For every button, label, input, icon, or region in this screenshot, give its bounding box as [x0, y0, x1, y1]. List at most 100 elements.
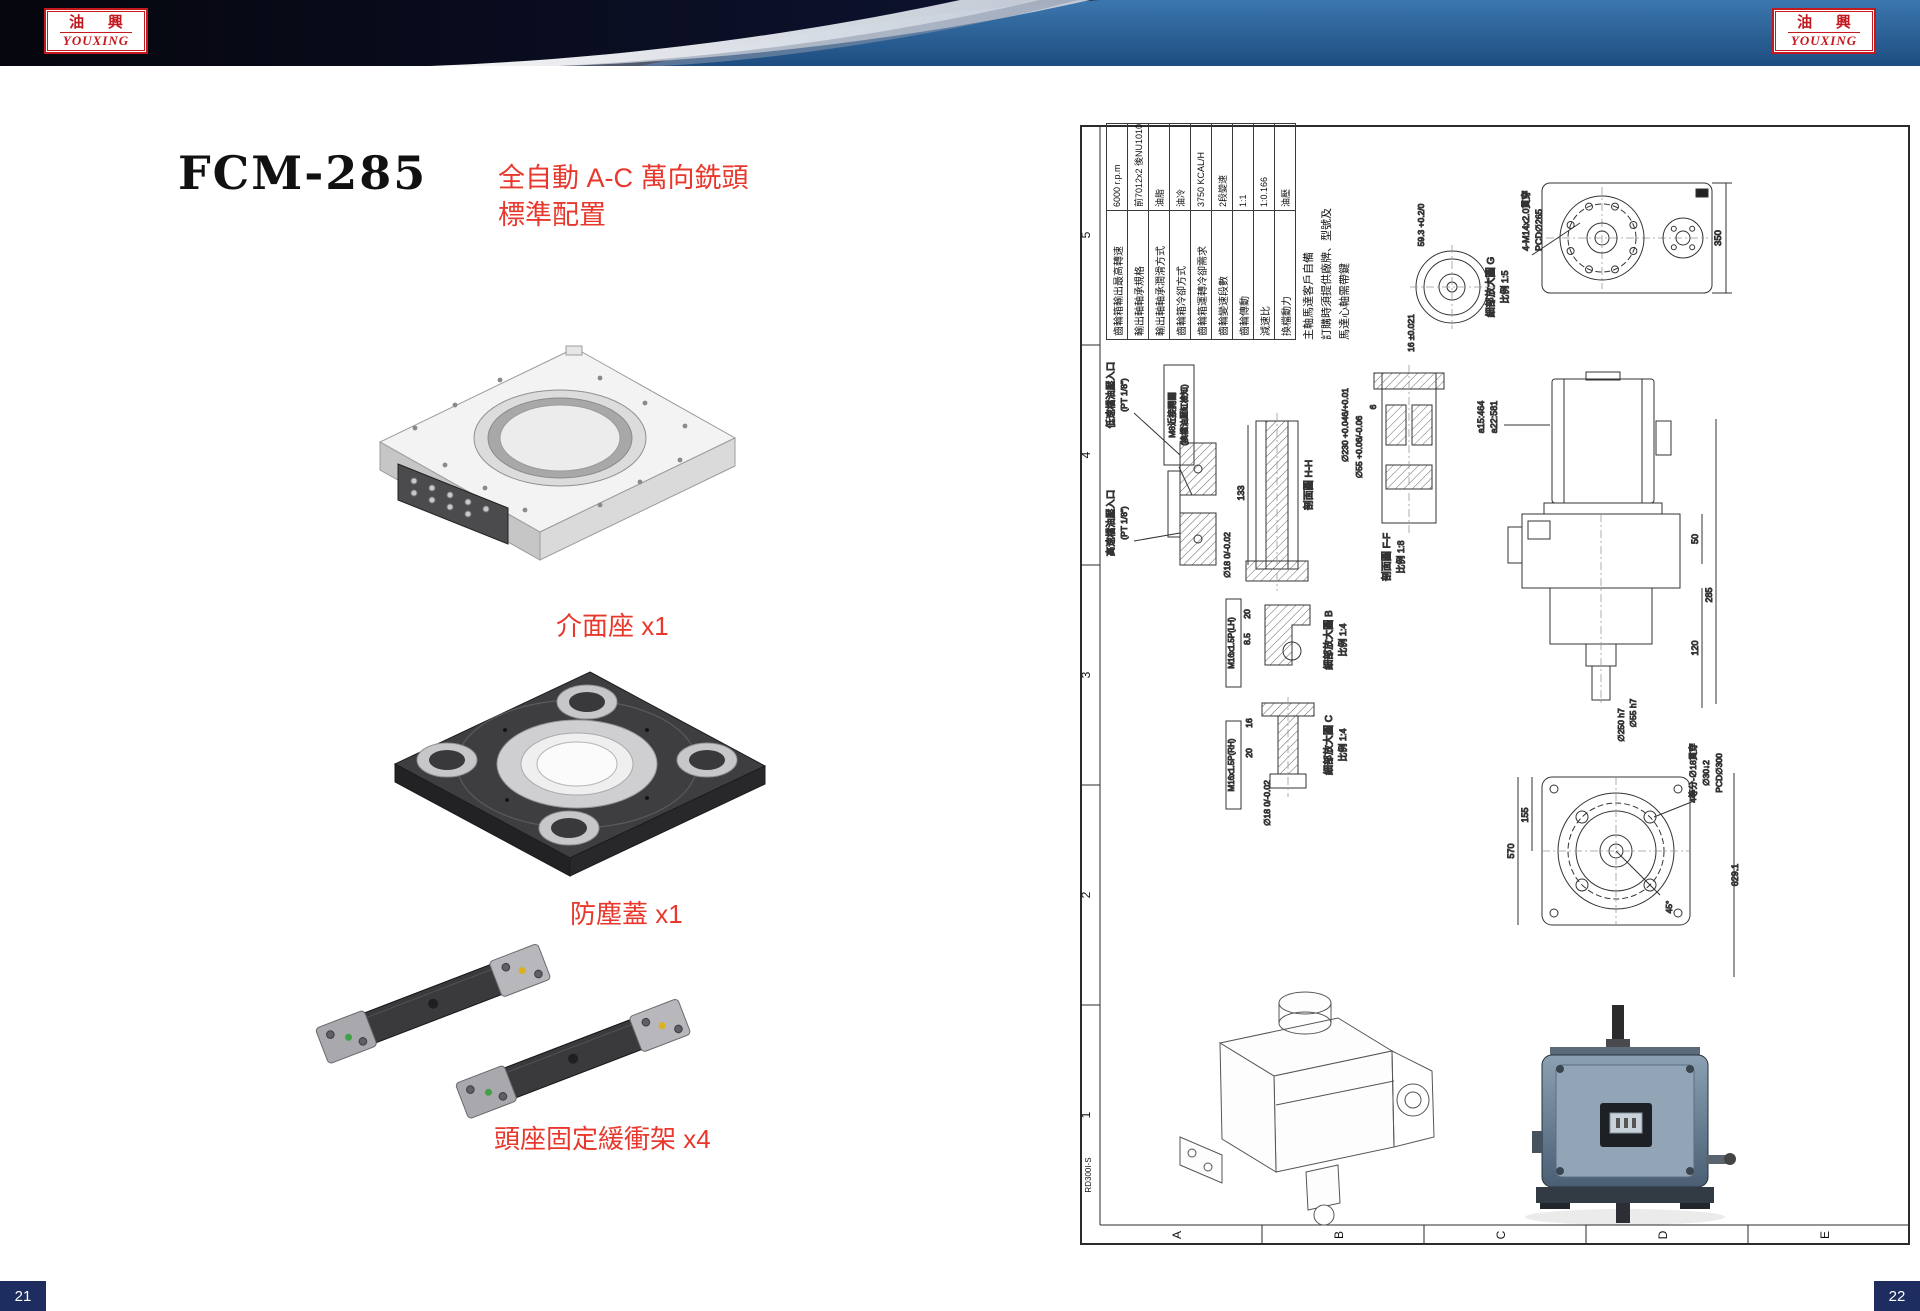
detail-g-title: 細部放大圖 G: [1484, 257, 1497, 318]
section-ff-title: 剖面圖 F-F: [1380, 533, 1393, 581]
spec-label: 減速比: [1253, 210, 1275, 340]
dim-16-tol: 16 ±0.021: [1406, 314, 1416, 352]
m8-switch-label: M8近接開關: [1167, 392, 1177, 438]
technical-drawing-sheet: 5 4 3 2 1 A B C D E RD300I-S 4-M14x2.0貫穿…: [1080, 125, 1910, 1245]
dim-6291: 629.1: [1730, 864, 1740, 887]
spec-value: 2段變速: [1211, 123, 1233, 211]
subtitle-line1: 全自動 A-C 萬向銑頭: [498, 163, 749, 193]
detail-g-scale: 比例 1:5: [1499, 270, 1510, 303]
drawing-sheet-graphic: 5 4 3 2 1 A B C D E RD300I-S 4-M14x2.0貫穿…: [1080, 125, 1910, 1245]
connector-pins: [410, 477, 490, 518]
section-hh-title: 剖面圖 H-H: [1302, 460, 1315, 511]
spec-value: 油壓: [1274, 123, 1296, 211]
spec-note-line: 訂購時須提供廠牌、型號及: [1321, 208, 1333, 340]
grid-col-label: B: [1332, 1231, 1346, 1239]
detail-c-view: 16 20 M16x1.5P(RH) ∅18 0/-0.02 細部放大圖 C 比…: [1225, 697, 1349, 826]
grid-col-label: A: [1170, 1231, 1184, 1239]
screw-dots: [503, 728, 649, 802]
dim-a15: a15:464: [1476, 401, 1486, 434]
youxing-logo: 油 興 YOUXING: [1772, 8, 1876, 54]
flange-pcd-label: PCD∅265: [1534, 209, 1544, 251]
dim-59: 59.3 +0.2/0: [1416, 203, 1426, 246]
spec-note-line: 馬達心軸需帶鍵: [1339, 263, 1351, 340]
detail-c-scale: 比例 1:4: [1337, 728, 1348, 761]
sheet-frame: [1080, 125, 1910, 1245]
dim-18: ∅18 0/-0.02: [1262, 780, 1272, 826]
dim-50: 50: [1690, 534, 1700, 544]
section-ff-scale: 比例 1:8: [1395, 540, 1406, 573]
spec-label: 輸出軸軸承規格: [1127, 210, 1149, 340]
logo-english-text: YOUXING: [1787, 31, 1861, 48]
dim-120: 120: [1690, 640, 1700, 655]
header-banner: [0, 0, 1920, 66]
spec-value: 3750 KCAL/H: [1190, 123, 1212, 211]
page-number-right: 22: [1874, 1281, 1920, 1311]
dim-18: ∅18 0/-0.02: [1222, 532, 1232, 578]
low-speed-port-label: 低速檔油壓入口: [1105, 362, 1117, 429]
detail-b-scale: 比例 1:4: [1337, 623, 1348, 656]
section-ff-view: ∅230 +0.046/+0.01 ∅55 +0.06/-0.06 6 剖面圖 …: [1340, 365, 1445, 582]
spec-value: 油冷: [1169, 123, 1191, 211]
dim-230: ∅230 +0.046/+0.01: [1340, 388, 1350, 462]
product-caption: 防塵蓋 x1: [570, 899, 683, 929]
pcd-300-label: PCD∅300: [1714, 753, 1724, 793]
product-caption: 介面座 x1: [556, 611, 669, 641]
subtitle-line2: 標準配置: [498, 200, 606, 230]
grid-row-label: 4: [1080, 451, 1093, 458]
section-hh-view: 133 ∅18 0/-0.02 剖面圖 H-H: [1222, 413, 1316, 591]
model-title: FCM-285: [178, 146, 428, 200]
youxing-logo: 油 興 YOUXING: [44, 8, 148, 54]
detail-c-title: 細部放大圖 C: [1322, 715, 1335, 775]
thread-rh-label: M16x1.5P(RH): [1227, 738, 1236, 791]
dim-8-5: 8.5: [1242, 633, 1252, 645]
detail-g-view: 59.3 +0.2/0 16 ±0.021 細部放大圖 G 比例 1:5: [1406, 203, 1511, 353]
top-flange-view: 4-M14x2.0貫穿 PCD∅265 350: [1520, 182, 1732, 294]
spec-label: 換檔動力: [1274, 210, 1296, 340]
grid-row-label: 5: [1080, 231, 1093, 238]
logo-chinese-text: 油 興: [69, 14, 133, 31]
dim-155: 155: [1520, 807, 1530, 822]
m8-switch-note: (換檔油壓缸檢知): [1179, 384, 1189, 446]
dim-250h7: ∅250 h7: [1616, 708, 1626, 742]
spec-label: 輸出軸軸承潤滑方式: [1148, 210, 1170, 340]
page-number-left: 21: [0, 1281, 46, 1311]
dim-20: 20: [1242, 609, 1252, 619]
grid-col-label: C: [1494, 1230, 1508, 1239]
dim-16: 16: [1244, 718, 1254, 728]
logo-english-text: YOUXING: [59, 31, 133, 48]
connector-block: [397, 463, 509, 545]
hole-pattern-label: 4等分-∅18貫穿: [1688, 743, 1698, 803]
grid-col-label: E: [1818, 1231, 1832, 1239]
high-speed-port-label: 高速檔油壓入口: [1105, 490, 1117, 557]
dim-6: 6: [1368, 404, 1378, 409]
dim-20: 20: [1244, 748, 1254, 758]
header-swoosh-graphic: [0, 0, 1920, 66]
grid-labels: 5 4 3 2 1 A B C D E RD300I-S: [1080, 231, 1832, 1239]
rendered-unit-image: [1525, 1005, 1736, 1225]
buffer-bracket-image: [315, 944, 691, 1119]
dim-a22: a22:581: [1489, 401, 1499, 434]
spec-value: 1:1: [1232, 123, 1254, 211]
spec-note-line: 主軸馬達客戶自備: [1303, 252, 1315, 340]
bracket-1: [315, 944, 551, 1064]
spec-value: 1:0.166: [1253, 123, 1275, 211]
dust-cover-image: [393, 671, 767, 877]
product-caption: 頭座固定緩衝架 x4: [494, 1124, 711, 1154]
grid-row-label: 1: [1080, 1111, 1093, 1118]
interface-seat-image: [378, 345, 737, 561]
spec-notes: 主軸馬達客戶自備 訂購時須提供廠牌、型號及 馬達心軸需帶鍵: [1300, 135, 1354, 340]
subtitle: 全自動 A-C 萬向銑頭 標準配置: [498, 160, 749, 234]
spec-label: 齒輪箱輸出最高轉速: [1106, 210, 1128, 340]
dim-350: 350: [1713, 230, 1724, 246]
logo-chinese-text: 油 興: [1797, 14, 1861, 31]
dim-570: 570: [1506, 843, 1516, 858]
dim-45deg: 45°: [1664, 901, 1674, 914]
spec-value: 油脂: [1148, 123, 1170, 211]
spec-label: 齒輪變速段數: [1211, 210, 1233, 340]
counterbore-label: ∅30↓2: [1701, 760, 1711, 786]
detail-b-view: M16x1.5P(LH) 20 8.5 細部放大圖 B 比例 1:4: [1225, 598, 1349, 688]
grid-col-label: D: [1656, 1230, 1670, 1239]
spec-value: 6000 r.p.m: [1106, 123, 1128, 211]
grid-row-label: 3: [1080, 671, 1093, 678]
